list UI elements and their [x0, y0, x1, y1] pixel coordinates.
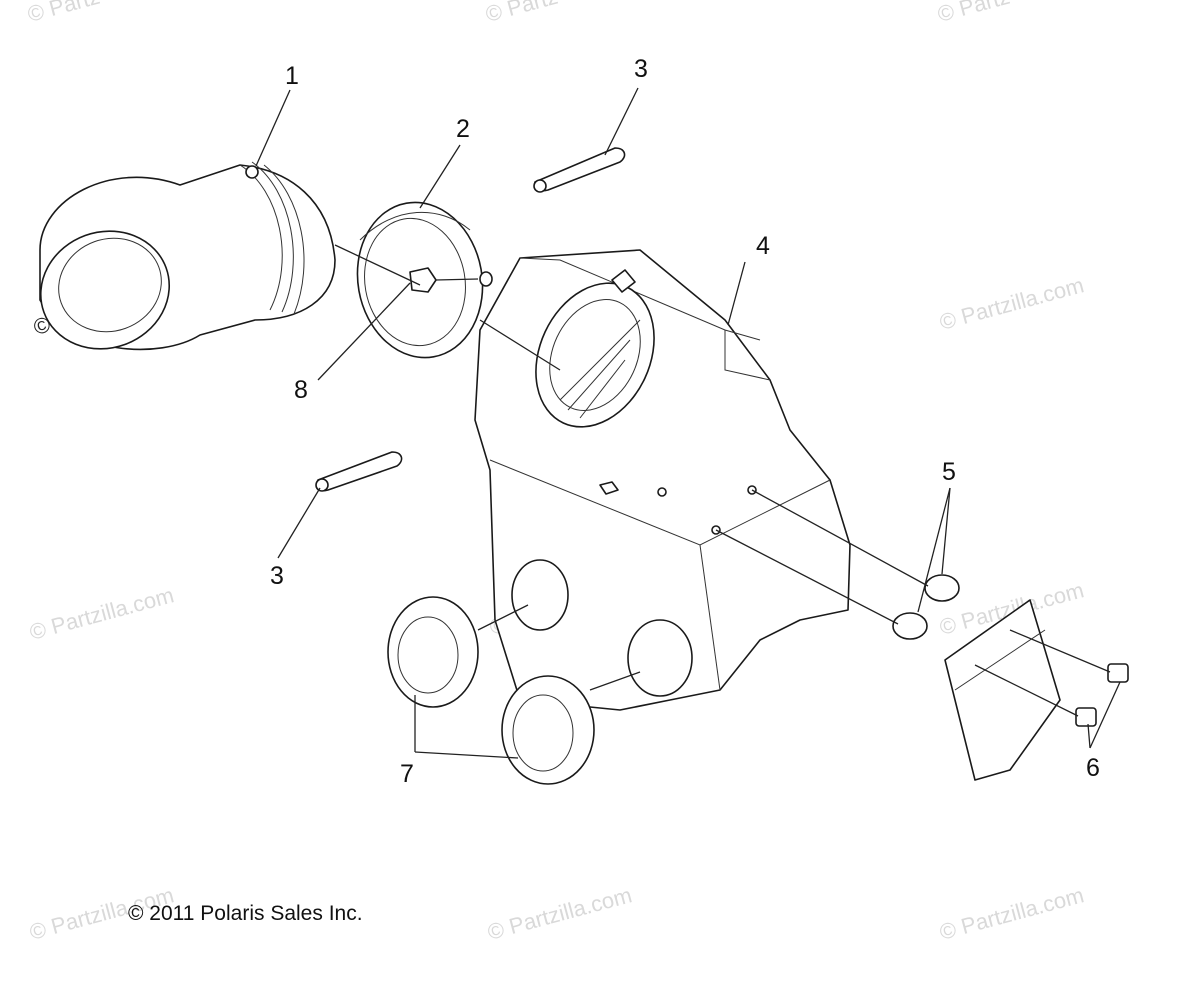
- watermark: © Partz: [483, 0, 561, 27]
- callout-labels: 1 2 3 4 5 6 7 8 3: [270, 55, 1100, 788]
- watermark: © Partzilla.com: [937, 272, 1087, 335]
- copyright-notice: © 2011 Polaris Sales Inc.: [128, 902, 363, 925]
- strap-part-3-lower: [315, 451, 403, 492]
- bracket-bolts-part-6: [944, 599, 1129, 781]
- boots-part-7: [387, 596, 595, 785]
- callout-3-top: 3: [634, 55, 648, 83]
- callout-3-lower: 3: [270, 562, 284, 590]
- callout-5: 5: [942, 458, 956, 486]
- leader-lines: [255, 87, 1121, 759]
- callout-7: 7: [400, 760, 414, 788]
- watermark: © Partz: [25, 0, 103, 27]
- callout-2: 2: [456, 115, 470, 143]
- watermark: © Partzilla.com: [485, 882, 635, 945]
- watermark: © Partz: [935, 0, 1013, 27]
- airbox-part-4: [474, 249, 851, 711]
- callout-1: 1: [285, 62, 299, 90]
- watermark: © Partzilla.com: [937, 882, 1087, 945]
- callout-6: 6: [1086, 754, 1100, 782]
- callout-8: 8: [294, 376, 308, 404]
- watermark: © Partzilla.com: [27, 582, 177, 645]
- intake-boot-part-1: [39, 161, 336, 351]
- grommets-part-5: [892, 574, 960, 640]
- callout-4: 4: [756, 232, 770, 260]
- strap-part-3-top: [533, 147, 626, 193]
- fitting-part-8: [409, 267, 493, 293]
